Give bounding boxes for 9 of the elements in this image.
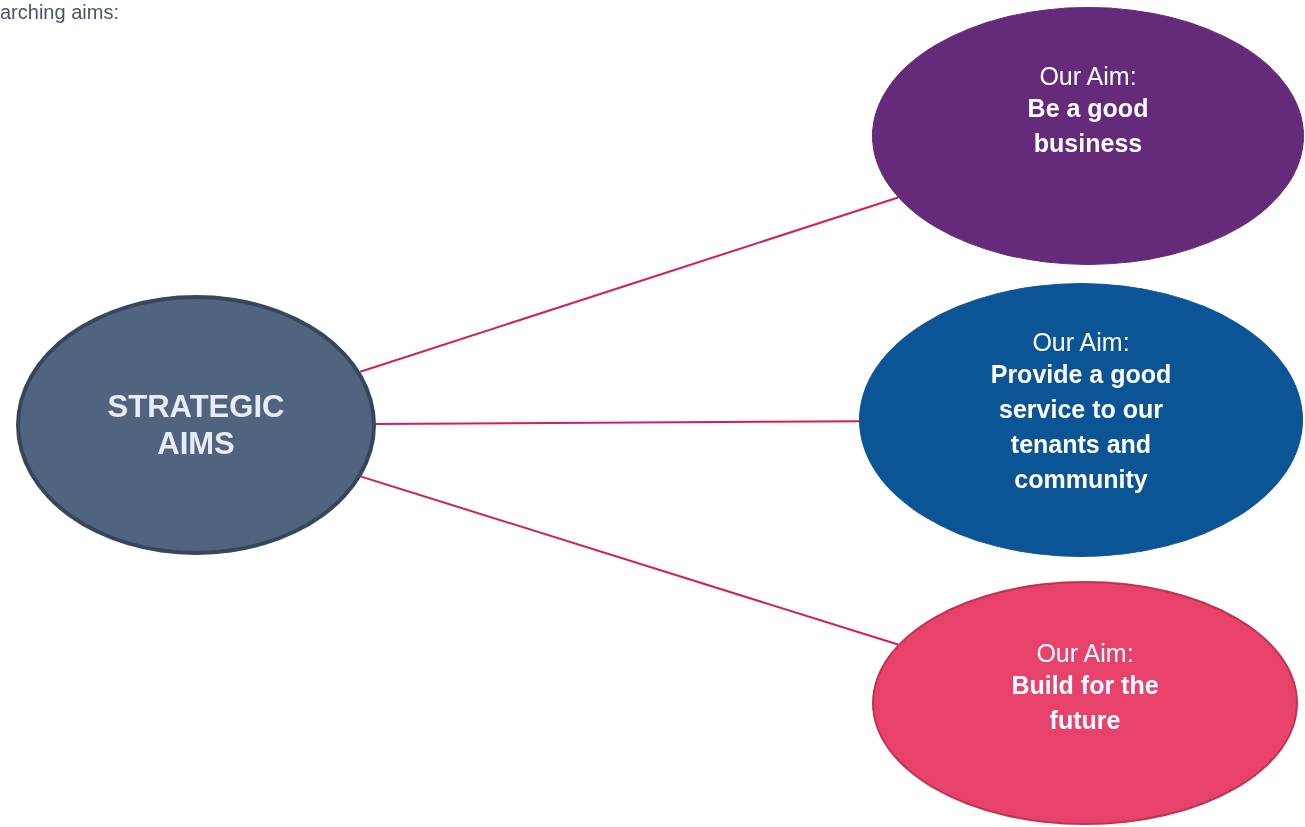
connector-line xyxy=(375,420,860,425)
aim-heading: Our Aim: xyxy=(1032,327,1130,357)
aim-text: Be a good business xyxy=(1026,93,1150,159)
aim-heading: Our Aim: xyxy=(1039,61,1137,91)
intro-text: arching aims: xyxy=(0,0,119,24)
aim-heading: Our Aim: xyxy=(1036,638,1134,668)
node-title: STRATEGIC AIMS xyxy=(106,387,286,463)
aim-text: Build for the future xyxy=(1010,670,1160,736)
aim-text: Provide a good service to our tenants and community xyxy=(989,359,1173,495)
